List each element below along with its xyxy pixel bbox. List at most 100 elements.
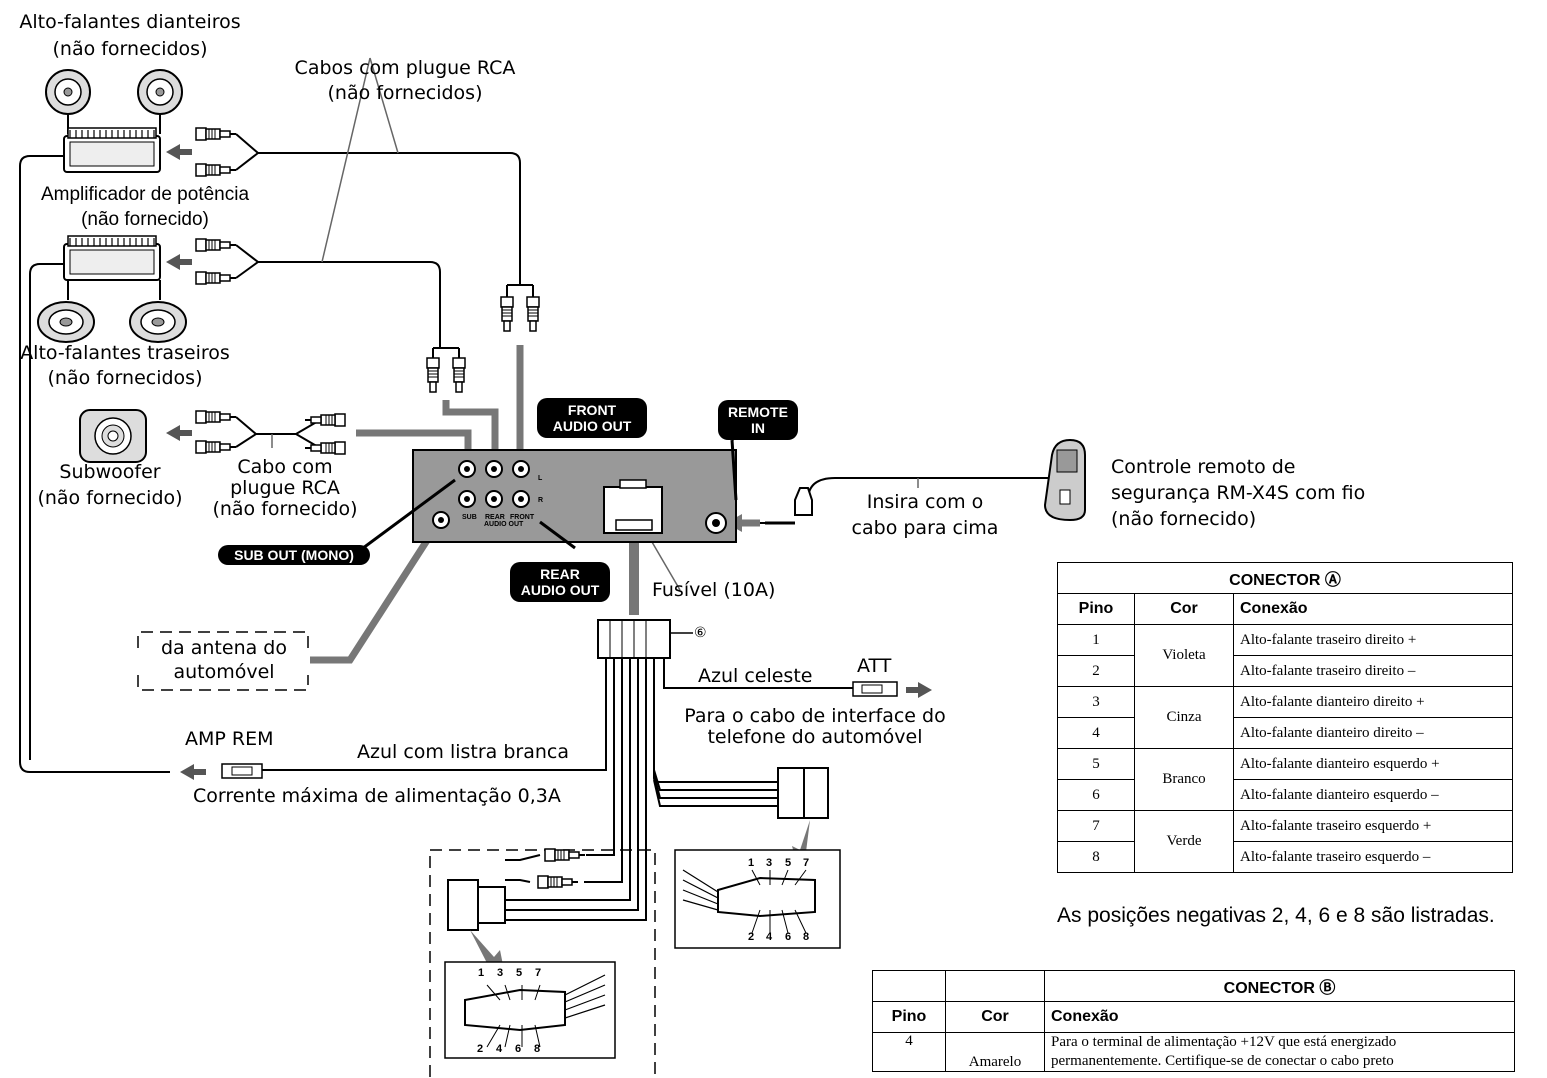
table-row: 3 Cinza Alto-falante dianteiro direito + — [1057, 686, 1513, 749]
jack-rear-label: REAR — [485, 514, 505, 521]
fuse-label: Fusível (10A) — [652, 579, 776, 601]
jack-audio-out-label: AUDIO OUT — [484, 521, 524, 528]
connector-b-header-color: Cor — [945, 1001, 1045, 1033]
negative-positions-note: As posições negativas 2, 4, 6 e 8 são li… — [1057, 904, 1495, 927]
power-amplifier-rear-icon — [63, 235, 161, 281]
antenna-dashed-box — [137, 631, 309, 691]
att-label: ATT — [857, 655, 892, 677]
remote-label-2: segurança RM-X4S com fio — [1111, 482, 1366, 504]
connection-cell: Alto-falante traseiro esquerdo – — [1233, 841, 1513, 873]
connector-a-header-connection: Conexão — [1233, 593, 1513, 625]
att-plug-icon — [852, 681, 898, 697]
head-unit-rear-panel — [412, 449, 737, 543]
remote-in-line-2: IN — [751, 420, 765, 436]
color-cell: Amarelo — [945, 1032, 1045, 1072]
color-cell: Violeta — [1134, 624, 1234, 687]
rca-cables-label: Cabos com plugue RCA — [294, 57, 516, 79]
color-cell: Branco — [1134, 748, 1234, 811]
jack-sub-label: SUB — [462, 514, 477, 521]
rca-plugs — [195, 127, 540, 455]
reference-6: ⑥ — [694, 625, 707, 641]
remote-label-3: (não fornecido) — [1111, 508, 1257, 530]
connector-b-title: CONECTOR Ⓑ — [1044, 970, 1515, 1002]
rear-audio-out-line-2: AUDIO OUT — [520, 582, 600, 598]
front-audio-out-line-2: AUDIO OUT — [552, 418, 632, 434]
pin-8-a: 8 — [803, 931, 810, 943]
amp-rem-plug-icon — [221, 763, 263, 779]
connector-a-header-color: Cor — [1134, 593, 1234, 625]
table-row: 7 Verde Alto-falante traseiro esquerdo + — [1057, 810, 1513, 873]
power-amp-note: (não fornecido) — [81, 209, 209, 230]
pin-cell: 7 — [1057, 810, 1135, 842]
phone-interface-label-1: Para o cabo de interface do — [684, 705, 946, 727]
connection-cell: Alto-falante traseiro direito – — [1233, 655, 1513, 687]
connector-a-title: CONECTOR Ⓐ — [1057, 562, 1513, 594]
table-row: 4 Amarelo Para o terminal de alimentação… — [872, 1032, 1515, 1072]
rear-speaker-left-icon — [37, 301, 95, 343]
remote-in-badge: REMOTE IN — [718, 400, 798, 440]
rca-cable-label-1: Cabo com — [237, 456, 333, 478]
rear-speakers-note: (não fornecidos) — [47, 367, 203, 389]
rca-cable-label-3: (não fornecido) — [212, 498, 358, 520]
subwoofer-icon — [79, 409, 147, 463]
pin-cell: 5 — [1057, 748, 1135, 780]
rca-cables-note: (não fornecidos) — [327, 82, 483, 104]
table-row: 8 Alto-falante traseiro esquerdo – — [1057, 841, 1513, 873]
rear-audio-out-line-1: REAR — [540, 566, 580, 582]
connection-cell: Alto-falante dianteiro esquerdo – — [1233, 779, 1513, 811]
pin-8-b: 8 — [534, 1043, 541, 1055]
table-row: 4 Alto-falante dianteiro direito – — [1057, 717, 1513, 749]
front-speaker-right-icon — [137, 69, 183, 115]
rear-speakers-label: Alto-falantes traseiros — [20, 342, 230, 364]
pin-cell: 6 — [1057, 779, 1135, 811]
front-audio-out-line-1: FRONT — [567, 402, 617, 418]
jack-r-label: R — [538, 497, 544, 504]
pin-2-a: 2 — [748, 931, 755, 943]
table-row: 6 Alto-falante dianteiro esquerdo – — [1057, 779, 1513, 811]
amp-rem-label: AMP REM — [185, 728, 274, 750]
table-row: 5 Branco Alto-falante dianteiro esquerdo… — [1057, 748, 1513, 811]
antenna-label-2: automóvel — [173, 661, 275, 683]
pin-4-a: 4 — [766, 931, 773, 943]
connection-cell: Alto-falante traseiro esquerdo + — [1233, 810, 1513, 842]
color-cell: Verde — [1134, 810, 1234, 873]
connection-cell: Para o terminal de alimentação +12V que … — [1044, 1032, 1515, 1072]
phone-interface-label-2: telefone do automóvel — [707, 726, 923, 748]
pin-6-a: 6 — [785, 931, 792, 943]
connection-cell: Alto-falante dianteiro direito + — [1233, 686, 1513, 718]
rca-cable-label-2: plugue RCA — [230, 477, 340, 499]
insert-cable-label-2: cabo para cima — [851, 517, 999, 539]
pin-7-b: 7 — [535, 967, 542, 979]
pin-6-b: 6 — [515, 1043, 522, 1055]
pin-3-b: 3 — [497, 967, 504, 979]
connection-line-2: permanentemente. Certifique-se de conect… — [1051, 1053, 1394, 1069]
sub-out-badge: SUB OUT (MONO) — [218, 545, 370, 565]
max-current-label: Corrente máxima de alimentação 0,3A — [193, 785, 561, 807]
pin-cell: 2 — [1057, 655, 1135, 687]
pin-cell: 4 — [872, 1032, 946, 1072]
front-speaker-left-icon — [45, 69, 91, 115]
connector-a-block — [674, 767, 841, 949]
subwoofer-label: Subwoofer — [59, 461, 161, 483]
pin-5-a: 5 — [785, 857, 792, 869]
pin-1-a: 1 — [748, 857, 755, 869]
blue-white-wire-label: Azul com listra branca — [357, 741, 569, 763]
table-row: 1 Violeta Alto-falante traseiro direito … — [1057, 624, 1513, 687]
connector-a-table: CONECTOR Ⓐ Pino Cor Conexão 1 Violeta Al… — [1057, 562, 1513, 873]
remote-control-icon — [765, 438, 1086, 525]
table-row: 2 Alto-falante traseiro direito – — [1057, 655, 1513, 687]
pin-7-a: 7 — [803, 857, 810, 869]
remote-label-1: Controle remoto de — [1111, 456, 1296, 478]
jack-front-label: FRONT — [510, 514, 535, 521]
connector-b-block — [444, 848, 616, 1059]
connector-b-blank-1 — [872, 970, 946, 1002]
pin-5-b: 5 — [516, 967, 523, 979]
connection-cell: Alto-falante traseiro direito + — [1233, 624, 1513, 656]
wiring-harness-connector — [597, 619, 693, 659]
power-amplifier-front-icon — [63, 127, 161, 173]
pin-2-b: 2 — [477, 1043, 484, 1055]
pin-3-a: 3 — [766, 857, 773, 869]
connector-b-header-connection: Conexão — [1044, 1001, 1515, 1033]
connection-cell: Alto-falante dianteiro direito – — [1233, 717, 1513, 749]
